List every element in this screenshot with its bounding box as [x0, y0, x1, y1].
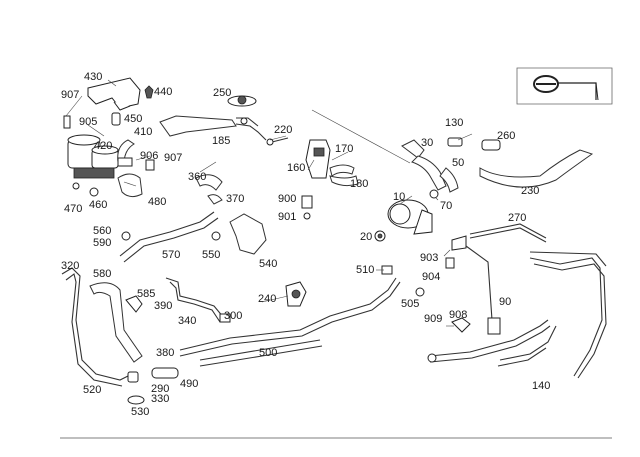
mercedes-emblem-icon	[533, 75, 559, 93]
label-320: 320	[61, 260, 79, 272]
label-130: 130	[445, 117, 463, 129]
label-20: 20	[360, 231, 372, 243]
clip-240	[285, 281, 307, 307]
label-160: 160	[287, 162, 305, 174]
label-440: 440	[154, 86, 172, 98]
water-pump	[374, 189, 439, 242]
label-505: 505	[401, 298, 419, 310]
label-480: 480	[148, 196, 166, 208]
label-220: 220	[274, 124, 292, 136]
logo-box	[516, 67, 613, 105]
label-360: 360	[188, 171, 206, 183]
label-250: 250	[213, 87, 231, 99]
label-510: 510	[356, 264, 374, 276]
label-540: 540	[259, 258, 277, 270]
label-585: 585	[137, 288, 155, 300]
label-580: 580	[93, 268, 111, 280]
center-line	[179, 277, 401, 367]
label-530: 530	[131, 406, 149, 418]
label-370: 370	[226, 193, 244, 205]
label-430: 430	[84, 71, 102, 83]
upper-hoses	[159, 95, 289, 146]
left-lower-hoses	[61, 267, 231, 405]
label-10: 10	[393, 191, 405, 203]
label-390: 390	[154, 300, 172, 312]
part-labels: 430 440 907 905 450 410 420 906 907 470 …	[61, 71, 550, 418]
label-410: 410	[134, 126, 152, 138]
label-180: 180	[350, 178, 368, 190]
return-line	[451, 223, 547, 335]
label-490: 490	[180, 378, 198, 390]
label-900: 900	[278, 193, 296, 205]
label-185: 185	[212, 135, 230, 147]
label-240: 240	[258, 293, 276, 305]
label-450: 450	[124, 113, 142, 125]
label-260: 260	[497, 130, 515, 142]
label-70: 70	[440, 200, 452, 212]
label-904: 904	[422, 271, 440, 283]
label-330: 330	[151, 393, 169, 405]
label-30: 30	[421, 137, 433, 149]
label-906: 906	[140, 150, 158, 162]
label-460: 460	[89, 199, 107, 211]
label-907: 907	[61, 89, 79, 101]
label-470: 470	[64, 203, 82, 215]
long-pipes	[427, 251, 607, 379]
label-270: 270	[508, 212, 526, 224]
label-550: 550	[202, 249, 220, 261]
label-590: 590	[93, 237, 111, 249]
leader-lines	[65, 79, 473, 327]
label-230: 230	[521, 185, 539, 197]
valve-block	[301, 139, 359, 220]
label-570: 570	[162, 249, 180, 261]
label-340: 340	[178, 315, 196, 327]
right-upper-hoses	[401, 137, 594, 193]
label-500: 500	[259, 347, 277, 359]
label-90: 90	[499, 296, 511, 308]
label-907: 907	[164, 152, 182, 164]
label-380: 380	[156, 347, 174, 359]
label-901: 901	[278, 211, 296, 223]
sensor-fittings	[381, 257, 471, 333]
left-mid-hoses	[119, 174, 267, 263]
label-290: 290	[151, 383, 169, 395]
label-300: 300	[224, 310, 242, 322]
label-50: 50	[452, 157, 464, 169]
label-140: 140	[532, 380, 550, 392]
label-420: 420	[94, 140, 112, 152]
label-909: 909	[424, 313, 442, 325]
label-170: 170	[335, 143, 353, 155]
label-560: 560	[93, 225, 111, 237]
label-908: 908	[449, 309, 467, 321]
pump-assembly	[63, 77, 155, 198]
label-905: 905	[79, 116, 97, 128]
label-520: 520	[83, 384, 101, 396]
label-903: 903	[420, 252, 438, 264]
